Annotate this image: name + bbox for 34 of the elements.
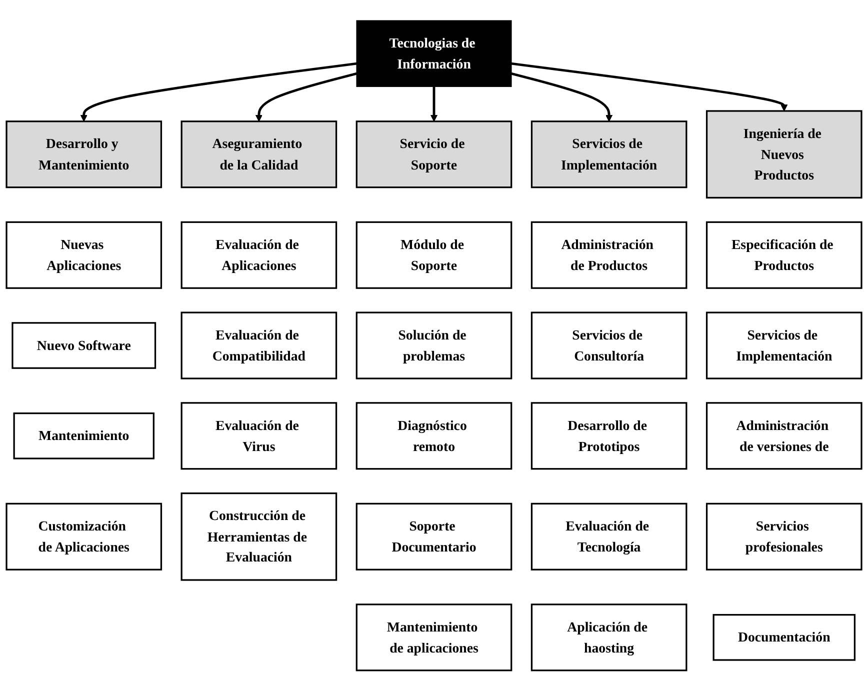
- node-box: Ingeniería de Nuevos Productos: [706, 110, 862, 199]
- node-box: Administración de Productos: [530, 221, 688, 289]
- node-box: Diagnóstico remoto: [356, 402, 512, 470]
- node-box: Customización de Aplicaciones: [6, 502, 162, 570]
- node-box: Servicios de Consultoría: [530, 312, 688, 380]
- node-box: Aplicación de haosting: [530, 604, 688, 672]
- node-box: Mantenimiento de aplicaciones: [356, 604, 512, 672]
- node-box: Servicio de Soporte: [356, 120, 512, 188]
- node-box: Nuevas Aplicaciones: [6, 221, 162, 289]
- node-box: Evaluación de Aplicaciones: [180, 221, 338, 289]
- arrow: [255, 72, 357, 122]
- node-box: Soporte Documentario: [356, 502, 512, 570]
- node-box: Aseguramiento de la Calidad: [180, 120, 338, 188]
- node-box: Módulo de Soporte: [356, 221, 512, 289]
- node-box: Documentación: [712, 614, 856, 661]
- node-box: Evaluación de Virus: [180, 402, 338, 470]
- arrow: [511, 62, 788, 112]
- node-box: Servicios de Implementación: [706, 312, 862, 380]
- node-box: Construcción de Herramientas de Evaluación: [180, 492, 338, 581]
- arrow: [80, 62, 357, 122]
- node-box: Evaluación de Tecnología: [530, 502, 688, 570]
- node-box: Tecnologias de Información: [356, 20, 512, 87]
- node-box: Nuevo Software: [12, 322, 156, 369]
- node-box: Administración de versiones de: [706, 402, 862, 470]
- node-box: Mantenimiento: [13, 412, 154, 460]
- node-box: Desarrollo de Prototipos: [530, 402, 688, 470]
- arrow: [430, 86, 438, 122]
- node-box: Servicios profesionales: [706, 502, 862, 570]
- node-box: Solución de problemas: [356, 312, 512, 380]
- node-box: Especificación de Productos: [706, 221, 862, 289]
- node-box: Servicios de Implementación: [530, 120, 688, 188]
- node-box: Evaluación de Compatibilidad: [180, 312, 338, 380]
- node-box: Desarrollo y Mantenimiento: [6, 120, 162, 188]
- arrow: [511, 72, 613, 122]
